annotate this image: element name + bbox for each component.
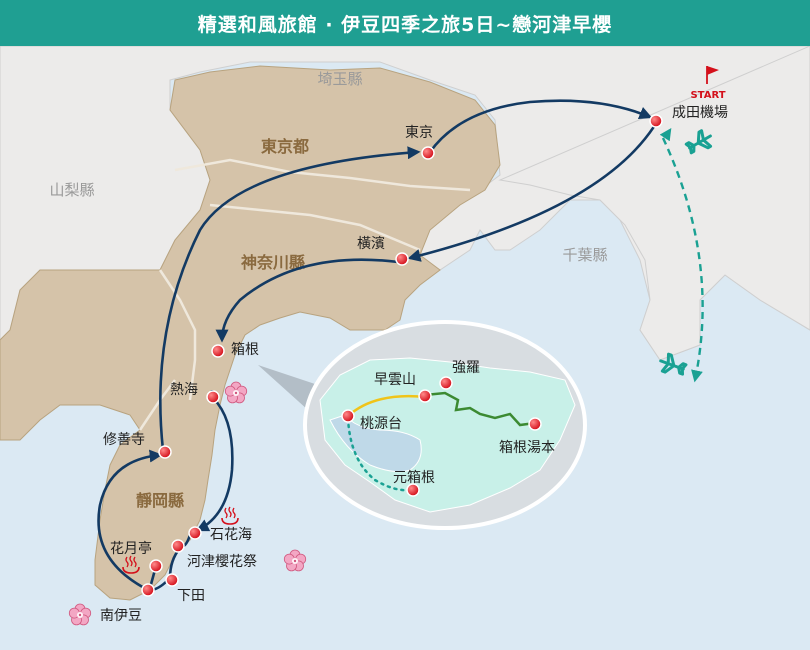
region-chiba: 千葉縣 <box>562 246 607 264</box>
flight-route-start <box>659 128 672 142</box>
boat-route <box>346 416 414 492</box>
label-kagetsutei: 花月亭 <box>110 540 152 557</box>
region-tokyo-to: 東京都 <box>261 137 309 156</box>
stop-marker-yokohama[interactable] <box>395 252 409 266</box>
label-shuzenji: 修善寺 <box>103 432 145 448</box>
ropeway-line <box>347 394 426 417</box>
label-atami: 熱海 <box>170 382 198 398</box>
label-hakone: 箱根 <box>231 342 259 358</box>
stop-marker-kagetsutei[interactable] <box>149 559 163 573</box>
main-route <box>97 99 657 592</box>
railway-line <box>424 391 536 427</box>
stop-marker-minamiizu[interactable] <box>141 583 155 597</box>
region-shizuoka: 靜岡縣 <box>136 491 184 510</box>
label-yokohama: 橫濱 <box>357 236 385 252</box>
stop-marker-kawazu[interactable] <box>171 539 185 553</box>
region-kanagawa: 神奈川縣 <box>241 253 305 272</box>
label-sounzan: 早雲山 <box>374 372 416 388</box>
stop-marker-motohakone[interactable] <box>406 483 420 497</box>
route-tokyo-narita <box>428 99 653 153</box>
page-title: 精選和風旅館 · 伊豆四季之旅5日~戀河津早櫻 <box>0 0 810 46</box>
label-narita: 成田機場 <box>672 105 728 121</box>
stop-marker-atami[interactable] <box>206 390 220 404</box>
stop-marker-shimoda[interactable] <box>165 573 179 587</box>
label-gora: 強羅 <box>452 360 480 376</box>
region-yamanashi: 山梨縣 <box>49 181 94 199</box>
stop-marker-tokyo[interactable] <box>421 146 435 160</box>
stop-marker-yumoto[interactable] <box>528 417 542 431</box>
route-map: 埼玉縣 山梨縣 千葉縣 東京都 神奈川縣 靜岡縣 <box>0 46 810 650</box>
stop-marker-togendai[interactable] <box>341 409 355 423</box>
stop-markers <box>141 114 663 597</box>
flight-route <box>661 137 704 383</box>
label-kawazu: 河津櫻花祭 <box>187 553 257 570</box>
start-label: START <box>690 90 725 101</box>
stop-marker-narita[interactable] <box>649 114 663 128</box>
label-yumoto: 箱根湯本 <box>499 439 555 456</box>
label-minamiizu: 南伊豆 <box>100 608 142 624</box>
stop-marker-hakone[interactable] <box>211 344 225 358</box>
route-atami-ishikawa <box>195 397 234 532</box>
label-togendai: 桃源台 <box>360 416 402 432</box>
label-motohakone: 元箱根 <box>393 470 435 486</box>
flag-icon <box>706 66 719 84</box>
route-narita-yokohama <box>407 124 657 262</box>
inset-pointer <box>258 365 318 410</box>
route-shuzenji-tokyo <box>159 146 421 451</box>
route-yokohama-hakone <box>215 258 399 343</box>
label-tokyo: 東京 <box>405 125 433 141</box>
stop-marker-sounzan[interactable] <box>418 389 432 403</box>
stop-marker-ishikawa[interactable] <box>188 526 202 540</box>
region-saitama: 埼玉縣 <box>317 70 362 88</box>
prefecture-border-tokyo <box>174 158 471 252</box>
label-shimoda: 下田 <box>177 588 205 604</box>
route-minamiizu-shuzenji <box>97 449 163 592</box>
stop-marker-shuzenji[interactable] <box>158 445 172 459</box>
label-ishikawa: 石花海 <box>210 527 252 543</box>
hakone-inset <box>303 320 587 530</box>
land-chiba <box>498 46 810 361</box>
stop-marker-gora[interactable] <box>439 376 453 390</box>
